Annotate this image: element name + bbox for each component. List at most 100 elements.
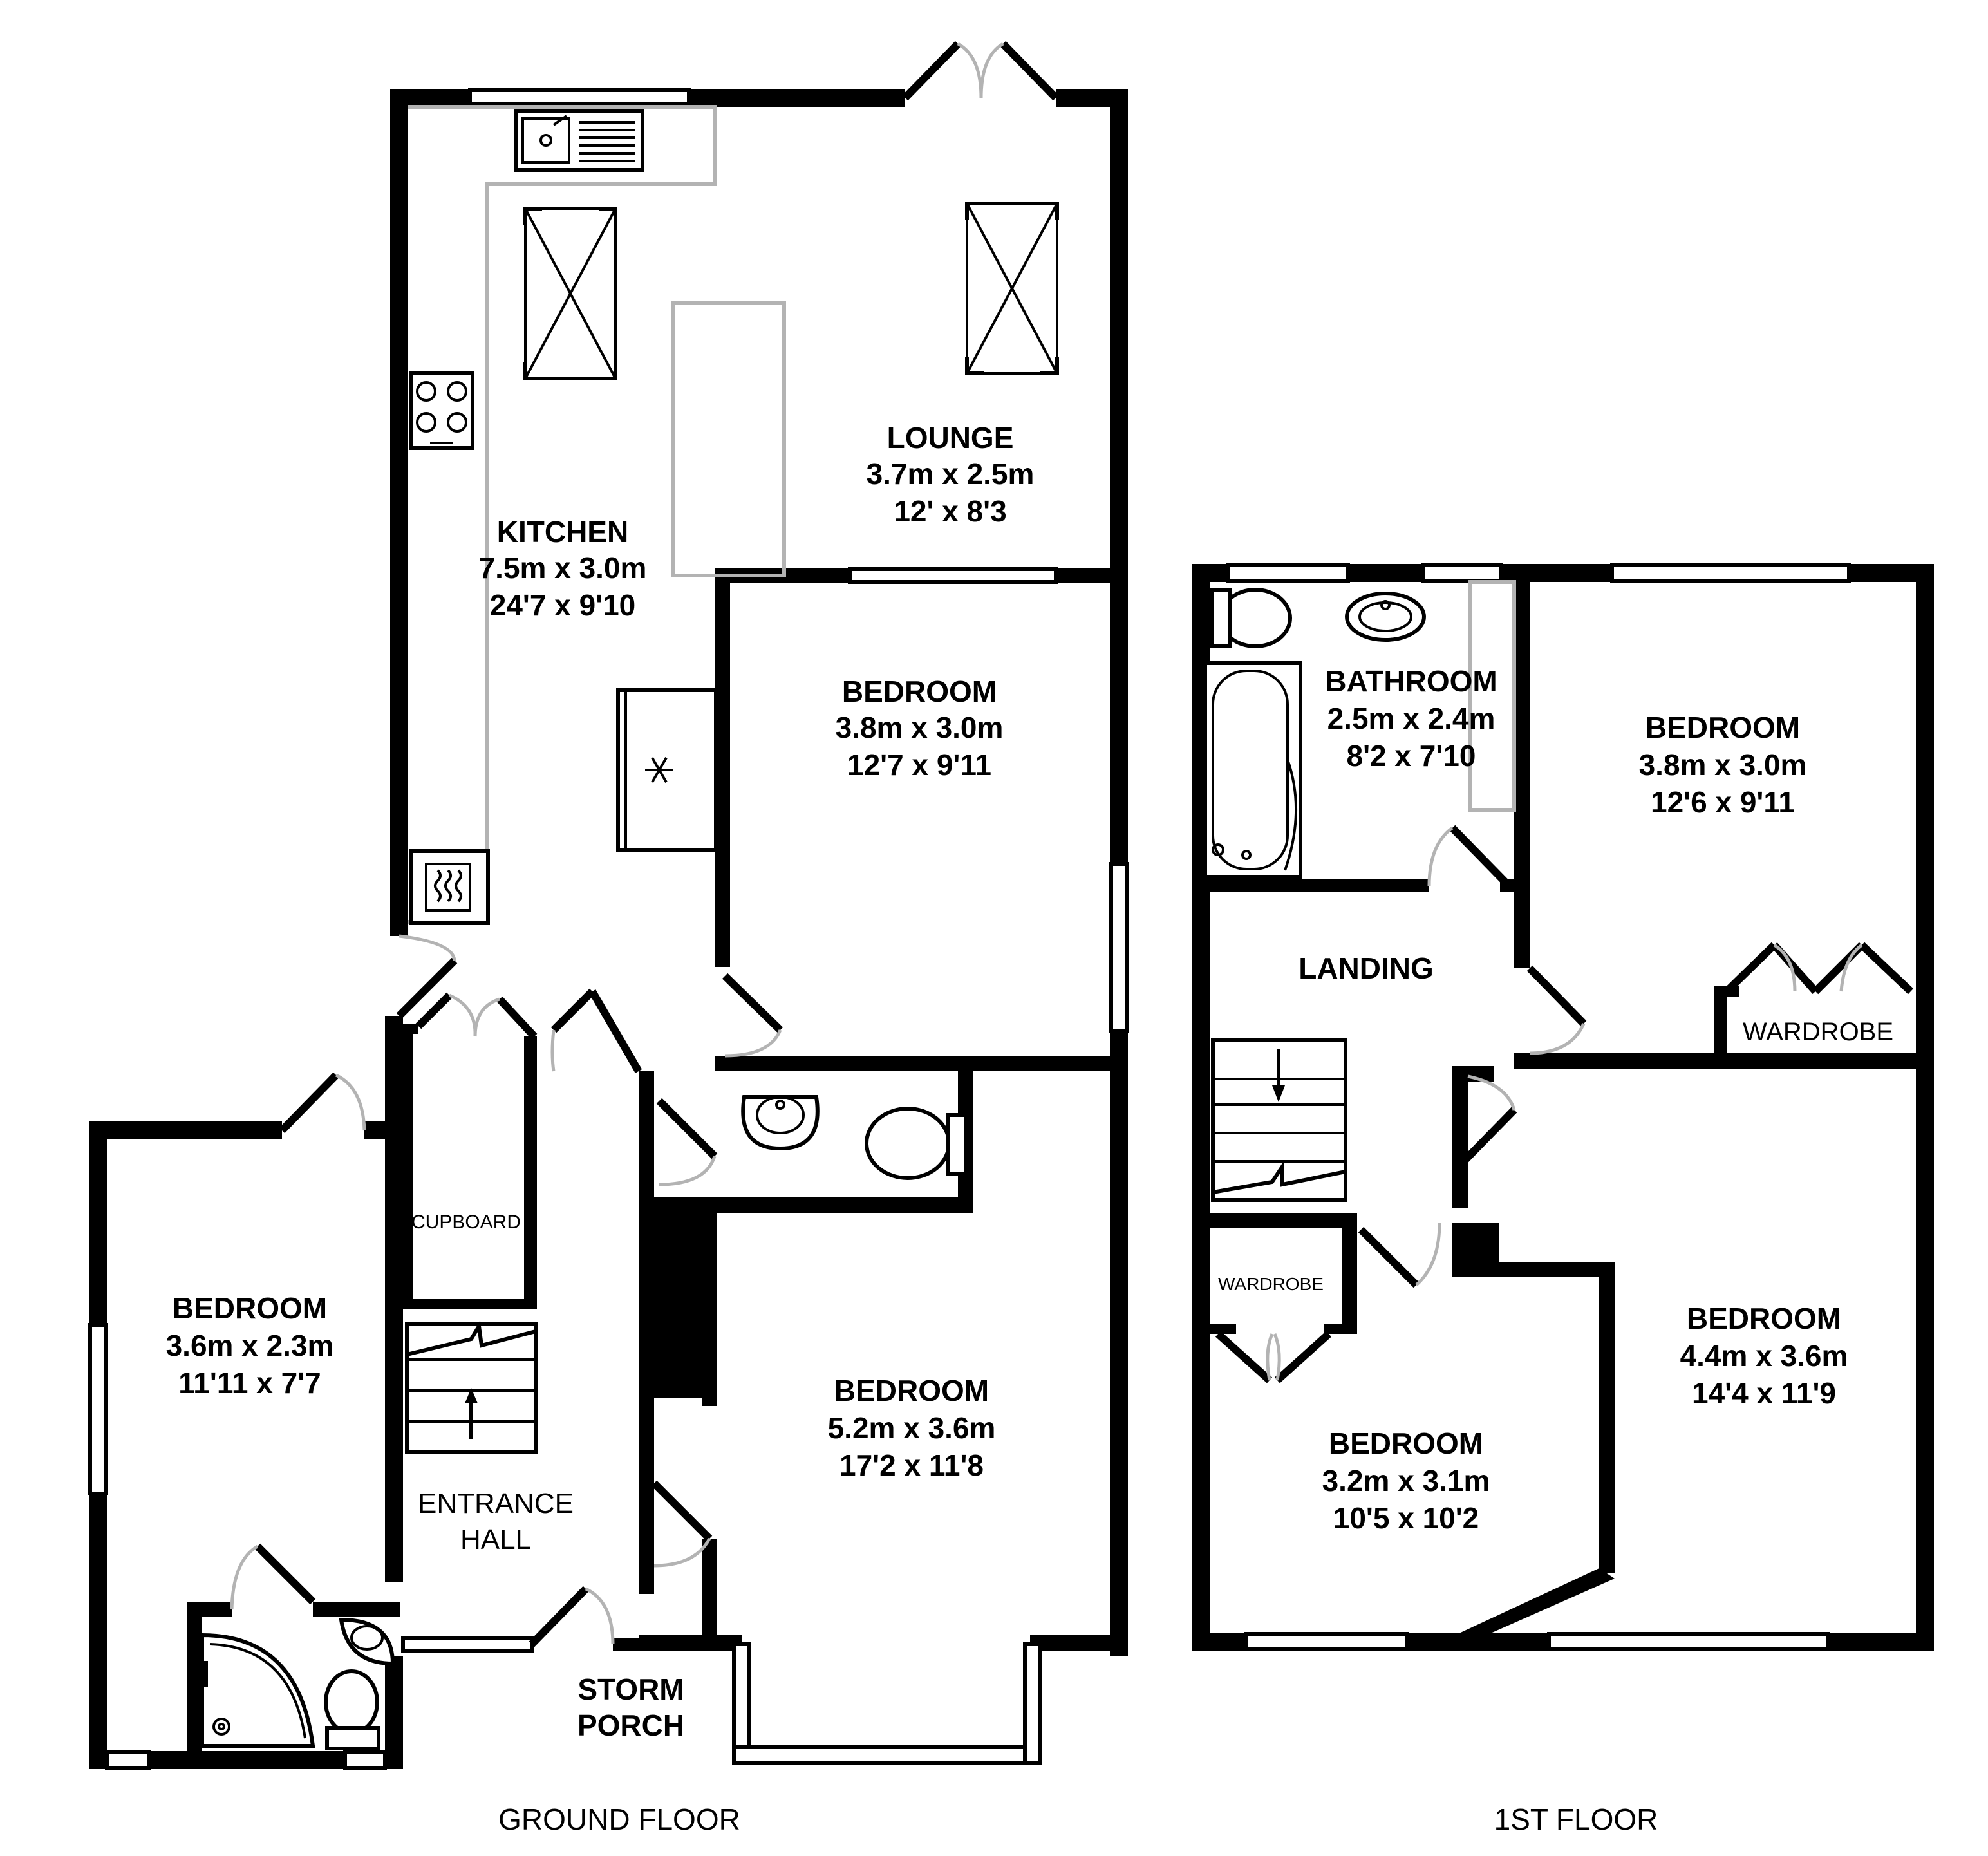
wall	[702, 1539, 717, 1642]
wall	[89, 1494, 107, 1769]
door	[230, 1543, 316, 1610]
skylight-icon	[965, 202, 1059, 375]
side-window	[1109, 862, 1129, 1033]
wall	[89, 1121, 282, 1139]
front-door	[529, 1586, 615, 1647]
bath-icon	[1203, 661, 1302, 879]
stair-arrow	[465, 1388, 478, 1403]
bedroom-front-left-label: BEDROOM 3.2m x 3.1m 10'5 x 10'2	[1322, 1427, 1490, 1535]
wall	[715, 1056, 1128, 1071]
first-floor-caption: 1ST FLOOR	[1494, 1803, 1658, 1836]
bathroom-basin-icon	[1345, 592, 1426, 642]
door	[656, 1098, 718, 1186]
french-doors	[902, 41, 1059, 101]
wall	[187, 1602, 232, 1617]
bedroom-rear-label: BEDROOM 3.8m x 3.0m 12'7 x 9'11	[836, 675, 1004, 782]
lounge-metric: 3.7m x 2.5m	[867, 457, 1035, 491]
door	[1526, 965, 1587, 1055]
kitchen-label: KITCHEN 7.5m x 3.0m 24'7 x 9'10	[479, 515, 647, 622]
cupboard-label: CUPBOARD	[411, 1212, 521, 1233]
door	[1358, 1223, 1441, 1288]
wall	[524, 1036, 537, 1307]
bedroom-front-metric: 5.2m x 3.6m	[828, 1411, 996, 1445]
wall	[187, 1602, 202, 1756]
ensuite-window	[105, 1750, 387, 1770]
wall	[1210, 1324, 1236, 1334]
entrance-hall-label: ENTRANCE HALL	[418, 1488, 574, 1555]
wardrobe-doors	[1215, 1331, 1332, 1383]
bay-window	[732, 1642, 1042, 1765]
kitchen-imperial: 24'7 x 9'10	[490, 588, 636, 622]
wall	[149, 1751, 345, 1769]
wall	[1500, 879, 1530, 892]
wall	[1514, 1053, 1532, 1066]
bedroom-left-metric: 3.6m x 2.3m	[166, 1329, 334, 1362]
toilet-icon	[1210, 588, 1292, 648]
wall	[1192, 1633, 1246, 1651]
fridge-icon	[616, 688, 718, 852]
wardrobe-doors	[1723, 942, 1914, 995]
bedroom-rear-metric: 3.8m x 3.0m	[836, 711, 1004, 744]
bedroom-rear-imperial: 12'7 x 9'11	[847, 748, 991, 782]
stairs	[405, 1320, 538, 1454]
door	[550, 988, 642, 1074]
wall	[1714, 991, 1727, 1069]
wall	[1514, 582, 1530, 968]
ground-floor-caption: GROUND FLOOR	[498, 1803, 740, 1836]
storm-porch-line2: PORCH	[577, 1709, 684, 1742]
wall	[702, 1213, 717, 1406]
wall	[639, 1635, 742, 1651]
bedroom-left-name: BEDROOM	[173, 1291, 327, 1325]
wall	[1030, 1635, 1128, 1651]
bedroom-front-right-metric: 4.4m x 3.6m	[1680, 1339, 1848, 1373]
wall	[1599, 1262, 1615, 1573]
bedroom-front-right-imperial: 14'4 x 11'9	[1692, 1376, 1836, 1410]
landing-label: LANDING	[1299, 951, 1434, 985]
left-bedroom-window	[88, 1323, 108, 1495]
kitchen-name: KITCHEN	[497, 515, 628, 548]
ensuite-basin-icon	[339, 1617, 395, 1666]
entrance-hall-line1: ENTRANCE	[418, 1488, 574, 1519]
towel-rail	[1468, 580, 1516, 812]
wall	[1342, 1213, 1357, 1329]
lounge-name: LOUNGE	[887, 421, 1014, 455]
shower-icon	[200, 1633, 315, 1748]
lounge-label: LOUNGE 3.7m x 2.5m 12' x 8'3	[867, 421, 1035, 528]
door	[722, 973, 783, 1058]
wall	[89, 1121, 107, 1325]
bedroom-rear-right-imperial: 12'6 x 9'11	[1651, 785, 1795, 819]
lounge-imperial: 12' x 8'3	[894, 494, 1006, 528]
door	[279, 1072, 366, 1134]
kitchen-window	[468, 88, 691, 106]
wall	[1324, 1324, 1357, 1334]
bathroom-label: BATHROOM 2.5m x 2.4m 8'2 x 7'10	[1325, 664, 1497, 773]
wall	[390, 89, 408, 936]
kitchen-metric: 7.5m x 3.0m	[479, 551, 647, 585]
storm-porch-label: STORM PORCH	[577, 1673, 684, 1742]
wall	[1110, 1030, 1128, 1656]
wall	[1348, 564, 1423, 582]
door	[1456, 1074, 1517, 1170]
wall	[613, 1638, 652, 1651]
wall	[403, 1024, 413, 1307]
bedroom-rear-right-name: BEDROOM	[1646, 711, 1800, 744]
wall	[385, 1656, 403, 1769]
wall	[385, 1016, 403, 1582]
door	[651, 1480, 713, 1568]
wall	[1828, 1633, 1934, 1651]
toilet-icon	[865, 1107, 968, 1180]
hall-window	[401, 1636, 534, 1653]
bathroom-name: BATHROOM	[1325, 664, 1497, 698]
bathroom-metric: 2.5m x 2.4m	[1327, 702, 1496, 735]
wall	[1916, 564, 1934, 1651]
bedroom-front-label: BEDROOM 5.2m x 3.6m 17'2 x 11'8	[828, 1374, 996, 1482]
sink-icon	[514, 109, 644, 172]
bedroom-rear-name: BEDROOM	[842, 675, 997, 708]
wc-basin-icon	[741, 1095, 820, 1151]
wardrobe-right-label: WARDROBE	[1743, 1018, 1893, 1046]
wall	[1452, 1066, 1468, 1208]
bedroom-window	[848, 567, 1058, 584]
bedroom-front-name: BEDROOM	[834, 1374, 989, 1407]
door	[1427, 825, 1510, 886]
